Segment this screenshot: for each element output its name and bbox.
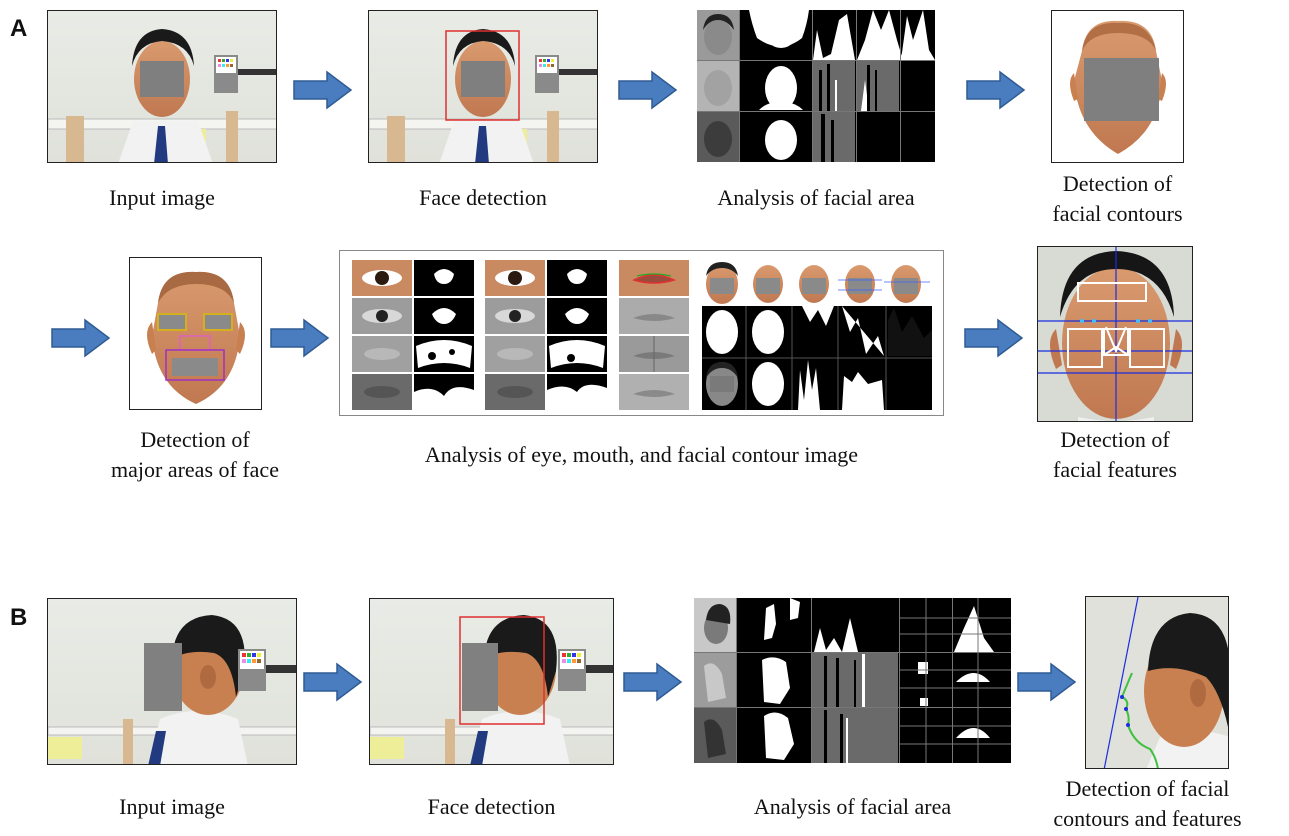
caption-eye-mouth-contour: Analysis of eye, mouth, and facial conto… xyxy=(424,442,859,467)
panel-a-input-image xyxy=(47,10,277,163)
panel-a-eye-mouth-contour-analysis xyxy=(339,250,944,416)
caption-analysis-facial-area: Analysis of facial area xyxy=(717,185,915,210)
panel-a-major-areas-image xyxy=(129,257,262,410)
caption-facial-contours-line1: Detection of xyxy=(1062,171,1173,196)
caption-b-contours-features-line1: Detection of facial xyxy=(1065,776,1230,801)
caption-b-face-detection: Face detection xyxy=(427,794,556,819)
arrow-icon xyxy=(964,318,1024,358)
caption-major-areas-line2: major areas of face xyxy=(111,457,279,482)
caption-face-detection: Face detection xyxy=(419,185,547,210)
panel-b-label: B xyxy=(10,604,28,631)
caption-facial-features-line1: Detection of xyxy=(1060,427,1170,452)
panel-a-label: A xyxy=(10,15,28,42)
panel-a-facial-contours-image xyxy=(1051,10,1184,163)
arrow-icon xyxy=(966,70,1026,110)
caption-major-areas-line1: Detection of xyxy=(140,427,250,452)
caption-b-analysis-facial-area: Analysis of facial area xyxy=(753,794,952,819)
face-detection-box xyxy=(445,30,520,121)
panel-a-face-detection-image xyxy=(368,10,598,163)
caption-facial-features-line2: facial features xyxy=(1053,457,1177,482)
panel-b-face-detection-image xyxy=(369,598,614,765)
arrow-icon xyxy=(623,662,683,702)
caption-input-image: Input image xyxy=(109,185,215,210)
arrow-icon xyxy=(293,70,353,110)
arrow-icon xyxy=(51,318,111,358)
arrow-icon xyxy=(303,662,363,702)
panel-b-facial-area-grid xyxy=(694,598,1011,763)
panel-a-facial-features-image xyxy=(1037,246,1193,422)
face-detection-box xyxy=(459,616,545,725)
caption-b-input-image: Input image xyxy=(119,794,225,819)
arrow-icon xyxy=(618,70,678,110)
caption-facial-contours-line2: facial contours xyxy=(1052,201,1183,226)
caption-b-contours-features-line2: contours and features xyxy=(1053,806,1242,831)
arrow-icon xyxy=(1017,662,1077,702)
arrow-icon xyxy=(270,318,330,358)
panel-b-input-image xyxy=(47,598,297,765)
panel-a-facial-area-grid xyxy=(697,10,935,162)
panel-b-contours-features-image xyxy=(1085,596,1229,769)
